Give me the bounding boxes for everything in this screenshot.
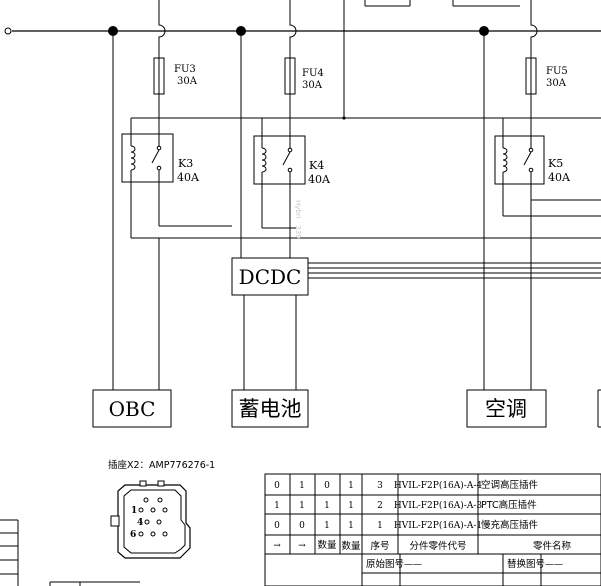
watermark-text: Hybri · 339: [294, 200, 302, 239]
relay-k4: K4 40A: [254, 136, 331, 186]
left-edge-table: [0, 520, 140, 586]
parts-row-1-code: HVIL-F2P(16A)-A-3: [394, 500, 483, 511]
relay-k3: K3 40A: [122, 134, 200, 184]
parts-row-2-c4: 1: [348, 521, 354, 531]
parts-row-1-name: PTC高压插件: [481, 499, 537, 511]
vertical-drops: [113, 31, 484, 390]
parts-row-2-seq: 1: [377, 521, 383, 531]
relay-k3-rating: 40A: [177, 171, 200, 184]
relay-k4-rating: 40A: [308, 173, 331, 186]
fuse-fu3-name: FU3: [174, 64, 196, 75]
fuse-fu4: FU4 30A: [285, 50, 324, 102]
parts-row-2-c1: 0: [274, 521, 280, 531]
fuse-fu4-rating: 30A: [302, 80, 323, 91]
parts-header-c1: →: [273, 541, 281, 551]
connector-title: 插座X2：AMP776276-1: [108, 459, 215, 471]
parts-row-0-c4: 1: [348, 481, 354, 491]
fuse-fu3: FU3 30A: [154, 50, 198, 102]
load-battery-label: 蓄电池: [239, 397, 302, 421]
bus-junctions: [108, 26, 489, 120]
top-wires: [159, 0, 537, 118]
relay-k5-rating: 40A: [548, 171, 571, 184]
load-ac: 空调: [467, 390, 546, 427]
pin-label-6: 6: [130, 530, 136, 540]
coil-control-wires: [131, 118, 601, 136]
relay-k3-name: K3: [178, 157, 193, 170]
main-bus: [5, 28, 601, 34]
pin-label-4: 4: [137, 518, 143, 528]
fuse-fu3-rating: 30A: [177, 76, 198, 87]
parts-row-2-code: HVIL-F2P(16A)-A-1: [394, 520, 482, 531]
parts-row-1-c3: 1: [324, 501, 330, 511]
parts-row-0-name: 空调高压插件: [481, 479, 539, 491]
parts-row-1-seq: 2: [377, 501, 383, 511]
parts-footer-orig-label: 原始图号: [366, 558, 404, 570]
parts-row-0-seq: 3: [377, 481, 383, 491]
load-ac-label: 空调: [485, 397, 527, 421]
parts-row-0-code: HVIL-F2P(16A)-A-4: [394, 480, 483, 491]
dcdc-bus-lines: [244, 263, 601, 390]
parts-header-code: 分件零件代号: [409, 540, 466, 552]
fuse-fu5: FU5 30A: [526, 50, 568, 102]
dcdc-label: DCDC: [239, 265, 302, 289]
load-obc: OBC: [93, 390, 171, 427]
parts-header-c2: →: [298, 541, 306, 551]
parts-row-0-c1: 0: [274, 481, 280, 491]
parts-header-seq: 序号: [370, 540, 389, 552]
parts-row-0-c3: 0: [324, 481, 330, 491]
fuse-fu5-name: FU5: [546, 66, 568, 77]
parts-footer-orig-value: ——: [404, 560, 422, 570]
parts-row-1-c2: 1: [299, 501, 305, 511]
dcdc-converter: DCDC: [232, 258, 308, 295]
parts-row-1-c4: 1: [348, 501, 354, 511]
relay-output-wires: [131, 182, 601, 390]
load-battery: 蓄电池: [232, 390, 308, 427]
fuse-fu4-name: FU4: [302, 68, 324, 79]
parts-header-c3: 数量: [317, 539, 337, 551]
parts-footer-repl-value: ——: [545, 560, 563, 570]
parts-footer-repl-label: 替换图号: [507, 558, 545, 570]
pin-label-1: 1: [131, 506, 137, 516]
parts-header-c4: 数量: [341, 540, 361, 552]
load-obc-label: OBC: [109, 397, 156, 421]
parts-row-0-c2: 1: [299, 481, 305, 491]
fuse-fu5-rating: 30A: [546, 78, 567, 89]
watermark: Hybri · 339: [294, 200, 302, 239]
parts-header-name: 零件名称: [533, 540, 572, 552]
connector-x2: 插座X2：AMP776276-1 1 4 6: [108, 459, 215, 558]
parts-row-2-c3: 1: [324, 521, 330, 531]
relay-k4-name: K4: [309, 159, 324, 172]
relay-k5-name: K5: [548, 157, 563, 170]
relay-k5: K5 40A: [495, 136, 571, 184]
parts-row-2-c2: 0: [299, 521, 305, 531]
parts-row-1-c1: 1: [274, 501, 280, 511]
parts-row-2-name: 慢充高压插件: [481, 519, 539, 531]
parts-table: 0 1 0 1 3 HVIL-F2P(16A)-A-4 空调高压插件 1 1 1…: [265, 474, 601, 586]
